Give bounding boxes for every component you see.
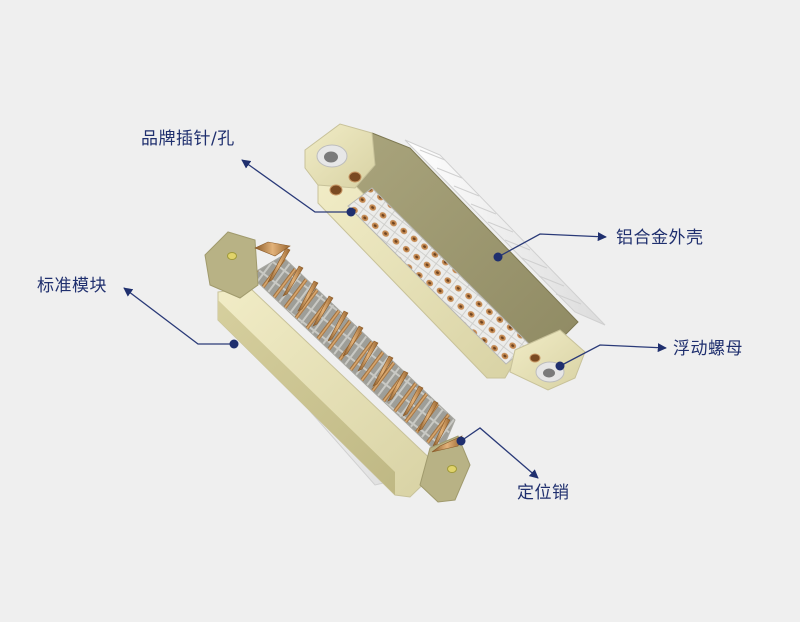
dot-standard-module <box>229 339 239 349</box>
dot-locating-pin <box>456 436 466 446</box>
female-connector <box>304 123 606 391</box>
leader-aluminum-shell <box>497 232 607 258</box>
label-floating-nut: 浮动螺母 <box>673 339 743 359</box>
dot-brand-pins <box>346 207 356 217</box>
female-white-fins <box>404 139 606 326</box>
leader-brand-pins <box>241 159 350 213</box>
leader-floating-nut <box>559 343 667 367</box>
dot-aluminum-shell <box>493 252 503 262</box>
label-brand-pins: 品牌插针/孔 <box>141 129 235 149</box>
male-bottom-flange <box>419 435 471 503</box>
female-mounting-eyelet <box>509 329 586 391</box>
label-standard-module: 标准模块 <box>37 276 107 296</box>
leader-standard-module <box>123 287 234 345</box>
callout-dots <box>229 207 565 446</box>
callout-leaders <box>123 159 667 479</box>
label-locating-pin: 定位销 <box>517 483 570 503</box>
male-top-flange <box>204 231 259 299</box>
male-connector <box>204 231 471 503</box>
leader-locating-pin <box>460 427 539 479</box>
dot-floating-nut <box>555 361 565 371</box>
male-locating-pin <box>431 435 463 453</box>
male-contact-pins <box>267 247 451 447</box>
label-aluminum-shell: 铝合金外壳 <box>616 228 704 248</box>
